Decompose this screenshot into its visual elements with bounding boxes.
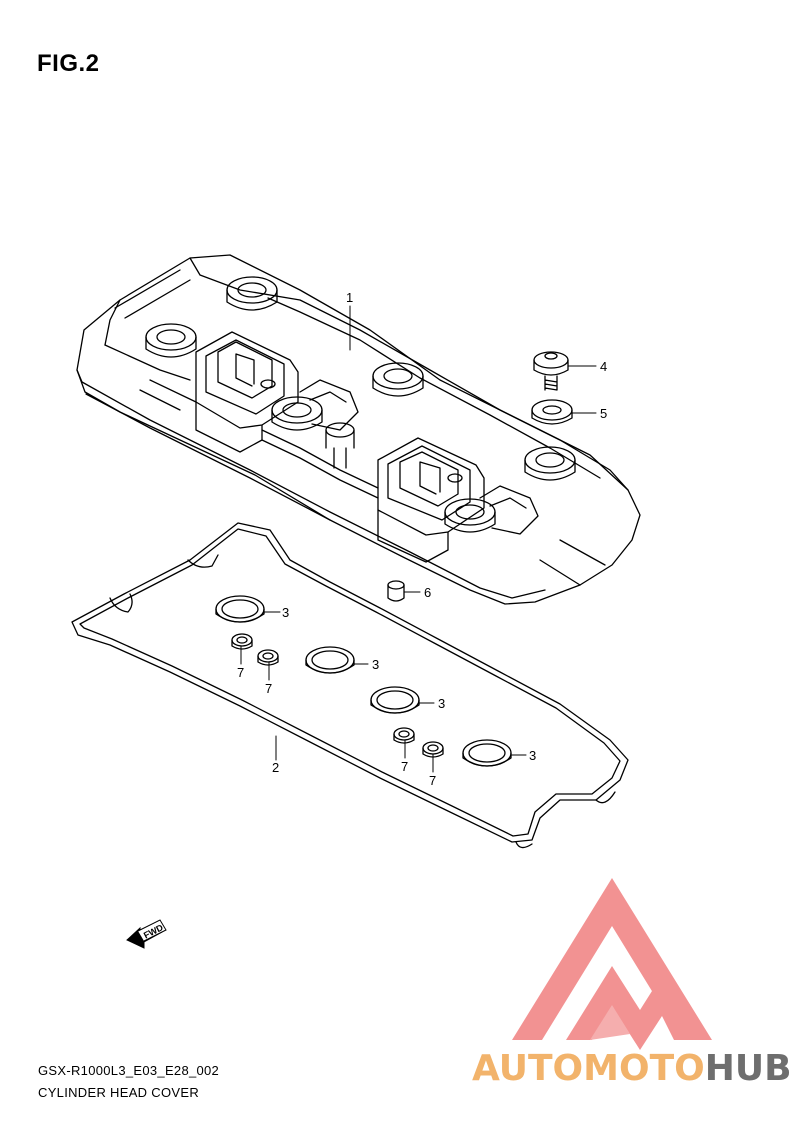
dowel-pin <box>387 580 405 602</box>
bolt-boss <box>145 323 197 358</box>
bolt-boss <box>271 396 323 431</box>
callout-part-7: 7 <box>265 681 272 696</box>
callout-part-3: 3 <box>438 696 445 711</box>
callout-part-5: 5 <box>600 406 607 421</box>
callout-part-7: 7 <box>401 759 408 774</box>
cylinder-head-cover <box>76 254 641 605</box>
diagram-name: CYLINDER HEAD COVER <box>38 1085 200 1100</box>
head-cover-gasket <box>71 522 629 849</box>
bolt-boss <box>372 362 424 397</box>
grommet <box>531 399 573 425</box>
callout-part-3: 3 <box>282 605 289 620</box>
callout-part-4: 4 <box>600 359 607 374</box>
diagram-code: GSX-R1000L3_E03_E28_002 <box>38 1063 220 1078</box>
cover-bolt <box>533 351 569 391</box>
callout-part-1: 1 <box>346 290 353 305</box>
callout-part-2: 2 <box>272 760 279 775</box>
small-seal <box>231 633 253 650</box>
callout-part-7: 7 <box>429 773 436 788</box>
bolt-boss <box>444 498 496 533</box>
callout-part-6: 6 <box>424 585 431 600</box>
bolt-boss <box>226 276 278 311</box>
figure-title: FIG.2 <box>37 50 100 77</box>
small-seal <box>393 727 415 744</box>
callout-part-3: 3 <box>529 748 536 763</box>
callout-part-7: 7 <box>237 665 244 680</box>
leader-lines <box>240 305 597 773</box>
small-seal <box>257 649 279 666</box>
plug-hole-gasket <box>215 595 265 623</box>
bolt-boss <box>524 446 576 481</box>
forward-arrow-icon: FWD <box>126 919 167 949</box>
plug-hole-gasket <box>462 739 512 767</box>
plug-hole-gasket <box>370 686 420 714</box>
callout-part-3: 3 <box>372 657 379 672</box>
plug-hole-gasket <box>305 646 355 674</box>
